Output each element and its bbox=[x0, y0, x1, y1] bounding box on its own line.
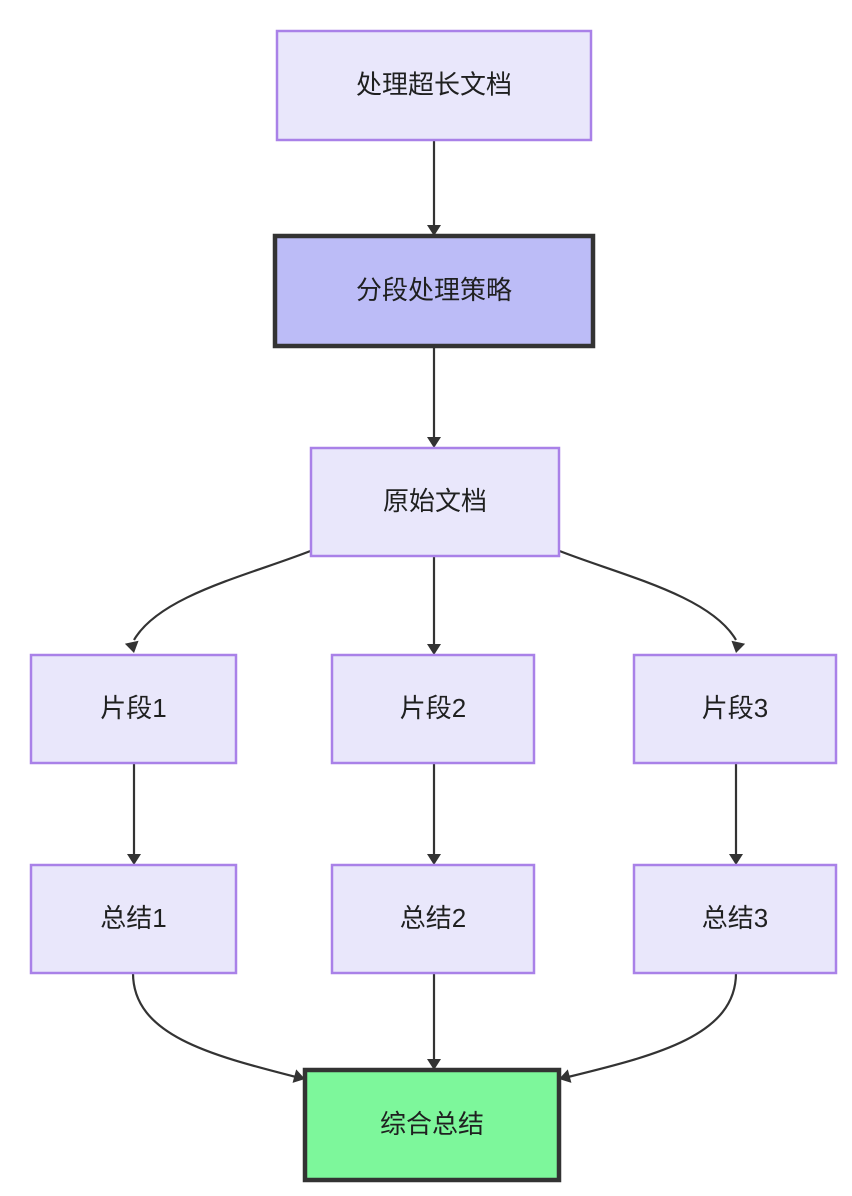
arrowhead-icon bbox=[427, 1059, 441, 1070]
edge-layer bbox=[131, 140, 738, 1079]
node-box[interactable] bbox=[632, 863, 838, 975]
flow-node-strategy[interactable]: 分段处理策略 bbox=[272, 233, 596, 349]
node-label: 原始文档 bbox=[383, 486, 487, 516]
node-label: 分段处理策略 bbox=[356, 275, 512, 305]
flow-node-chunk-1[interactable]: 片段1 bbox=[29, 653, 238, 765]
flow-node-summary-3[interactable]: 总结3 bbox=[632, 863, 838, 975]
node-box[interactable] bbox=[29, 653, 238, 765]
arrowhead-icon bbox=[427, 225, 441, 236]
node-box[interactable] bbox=[330, 863, 536, 975]
flow-node-chunk-3[interactable]: 片段3 bbox=[632, 653, 838, 765]
node-box[interactable] bbox=[309, 446, 561, 558]
node-label: 片段1 bbox=[100, 693, 166, 723]
node-box[interactable] bbox=[330, 653, 536, 765]
node-box[interactable] bbox=[272, 233, 596, 349]
arrowhead-icon bbox=[124, 640, 139, 653]
flow-node-source-doc[interactable]: 原始文档 bbox=[309, 446, 561, 558]
node-label: 片段3 bbox=[702, 693, 768, 723]
node-box[interactable] bbox=[29, 863, 238, 975]
arrowhead-icon bbox=[292, 1069, 305, 1083]
flow-node-summary-2[interactable]: 总结2 bbox=[330, 863, 536, 975]
node-label: 处理超长文档 bbox=[356, 69, 512, 99]
node-label: 总结1 bbox=[100, 903, 166, 933]
arrowhead-icon bbox=[427, 644, 441, 655]
node-box[interactable] bbox=[632, 653, 838, 765]
flow-edge bbox=[567, 972, 738, 1079]
arrowhead-icon bbox=[731, 640, 746, 653]
node-label: 片段2 bbox=[400, 693, 466, 723]
node-box[interactable] bbox=[302, 1067, 562, 1183]
arrowhead-icon bbox=[427, 437, 441, 448]
node-box[interactable] bbox=[275, 29, 593, 142]
arrowhead-icon bbox=[127, 854, 141, 865]
flow-node-doc-root[interactable]: 处理超长文档 bbox=[275, 29, 593, 142]
flow-node-summary-1[interactable]: 总结1 bbox=[29, 863, 238, 975]
arrowhead-icon bbox=[559, 1069, 572, 1083]
node-label: 总结2 bbox=[400, 903, 466, 933]
flow-edge bbox=[556, 548, 737, 641]
arrowhead-icon bbox=[729, 854, 743, 865]
flow-node-final-summary[interactable]: 综合总结 bbox=[302, 1067, 562, 1183]
arrowhead-layer bbox=[124, 225, 746, 1083]
flow-edge bbox=[131, 972, 297, 1079]
flow-node-chunk-2[interactable]: 片段2 bbox=[330, 653, 536, 765]
node-label: 综合总结 bbox=[380, 1109, 484, 1139]
arrowhead-icon bbox=[427, 854, 441, 865]
flow-edge bbox=[133, 548, 314, 641]
node-label: 总结3 bbox=[702, 903, 768, 933]
